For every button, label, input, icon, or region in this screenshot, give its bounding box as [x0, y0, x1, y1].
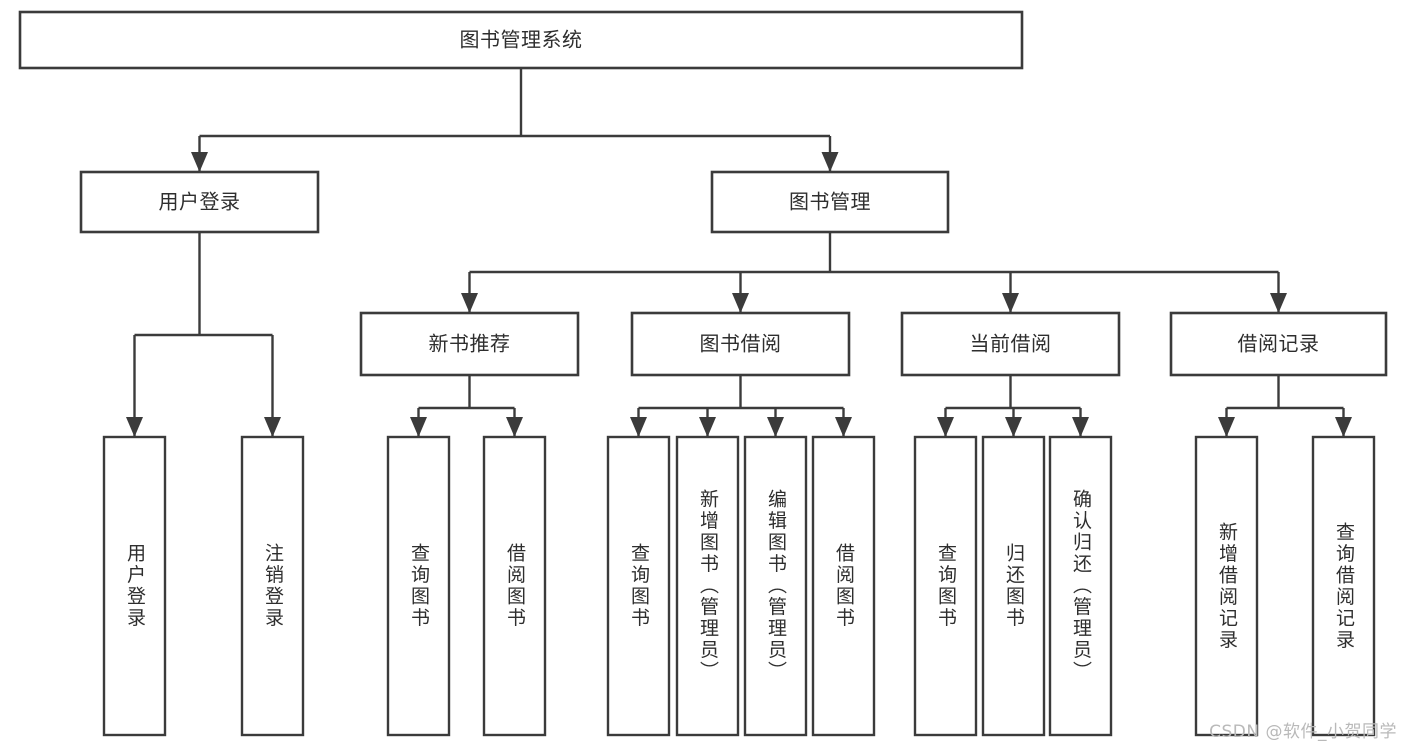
node-label-current-borrow: 当前借阅	[970, 332, 1052, 356]
node-box-user-login[interactable]	[79, 170, 320, 234]
node-label-book-management: 图书管理	[789, 190, 871, 214]
node-box-borrow-add-book[interactable]	[675, 435, 740, 737]
node-box-current-query-book[interactable]	[913, 435, 978, 737]
csdn-watermark: CSDN @软件_小贺同学	[1209, 722, 1397, 742]
node-box-user-logout-leaf[interactable]	[240, 435, 305, 737]
node-box-root[interactable]	[18, 10, 1024, 70]
node-label-book-borrow: 图书借阅	[700, 332, 782, 356]
node-box-current-borrow[interactable]	[900, 311, 1121, 377]
node-box-borrow-borrow-book[interactable]	[811, 435, 876, 737]
node-box-book-borrow[interactable]	[630, 311, 851, 377]
node-label-root: 图书管理系统	[460, 28, 583, 52]
node-box-current-confirm-return[interactable]	[1048, 435, 1113, 737]
node-box-borrow-query-book[interactable]	[606, 435, 671, 737]
node-box-borrow-edit-book[interactable]	[743, 435, 808, 737]
node-box-recommend-borrow-book[interactable]	[482, 435, 547, 737]
node-label-user-login: 用户登录	[159, 190, 241, 214]
connectors-layer	[126, 68, 1352, 437]
node-box-user-login-leaf[interactable]	[102, 435, 167, 737]
node-box-current-return-book[interactable]	[981, 435, 1046, 737]
node-box-book-management[interactable]	[710, 170, 950, 234]
node-label-new-book-recommend: 新书推荐	[429, 332, 511, 356]
node-label-borrow-records: 借阅记录	[1238, 332, 1320, 356]
node-box-new-book-recommend[interactable]	[359, 311, 580, 377]
node-box-recommend-query-book[interactable]	[386, 435, 451, 737]
node-box-borrow-records[interactable]	[1169, 311, 1388, 377]
boxes-layer	[18, 10, 1388, 737]
node-box-records-add[interactable]	[1194, 435, 1259, 737]
node-box-records-query[interactable]	[1311, 435, 1376, 737]
